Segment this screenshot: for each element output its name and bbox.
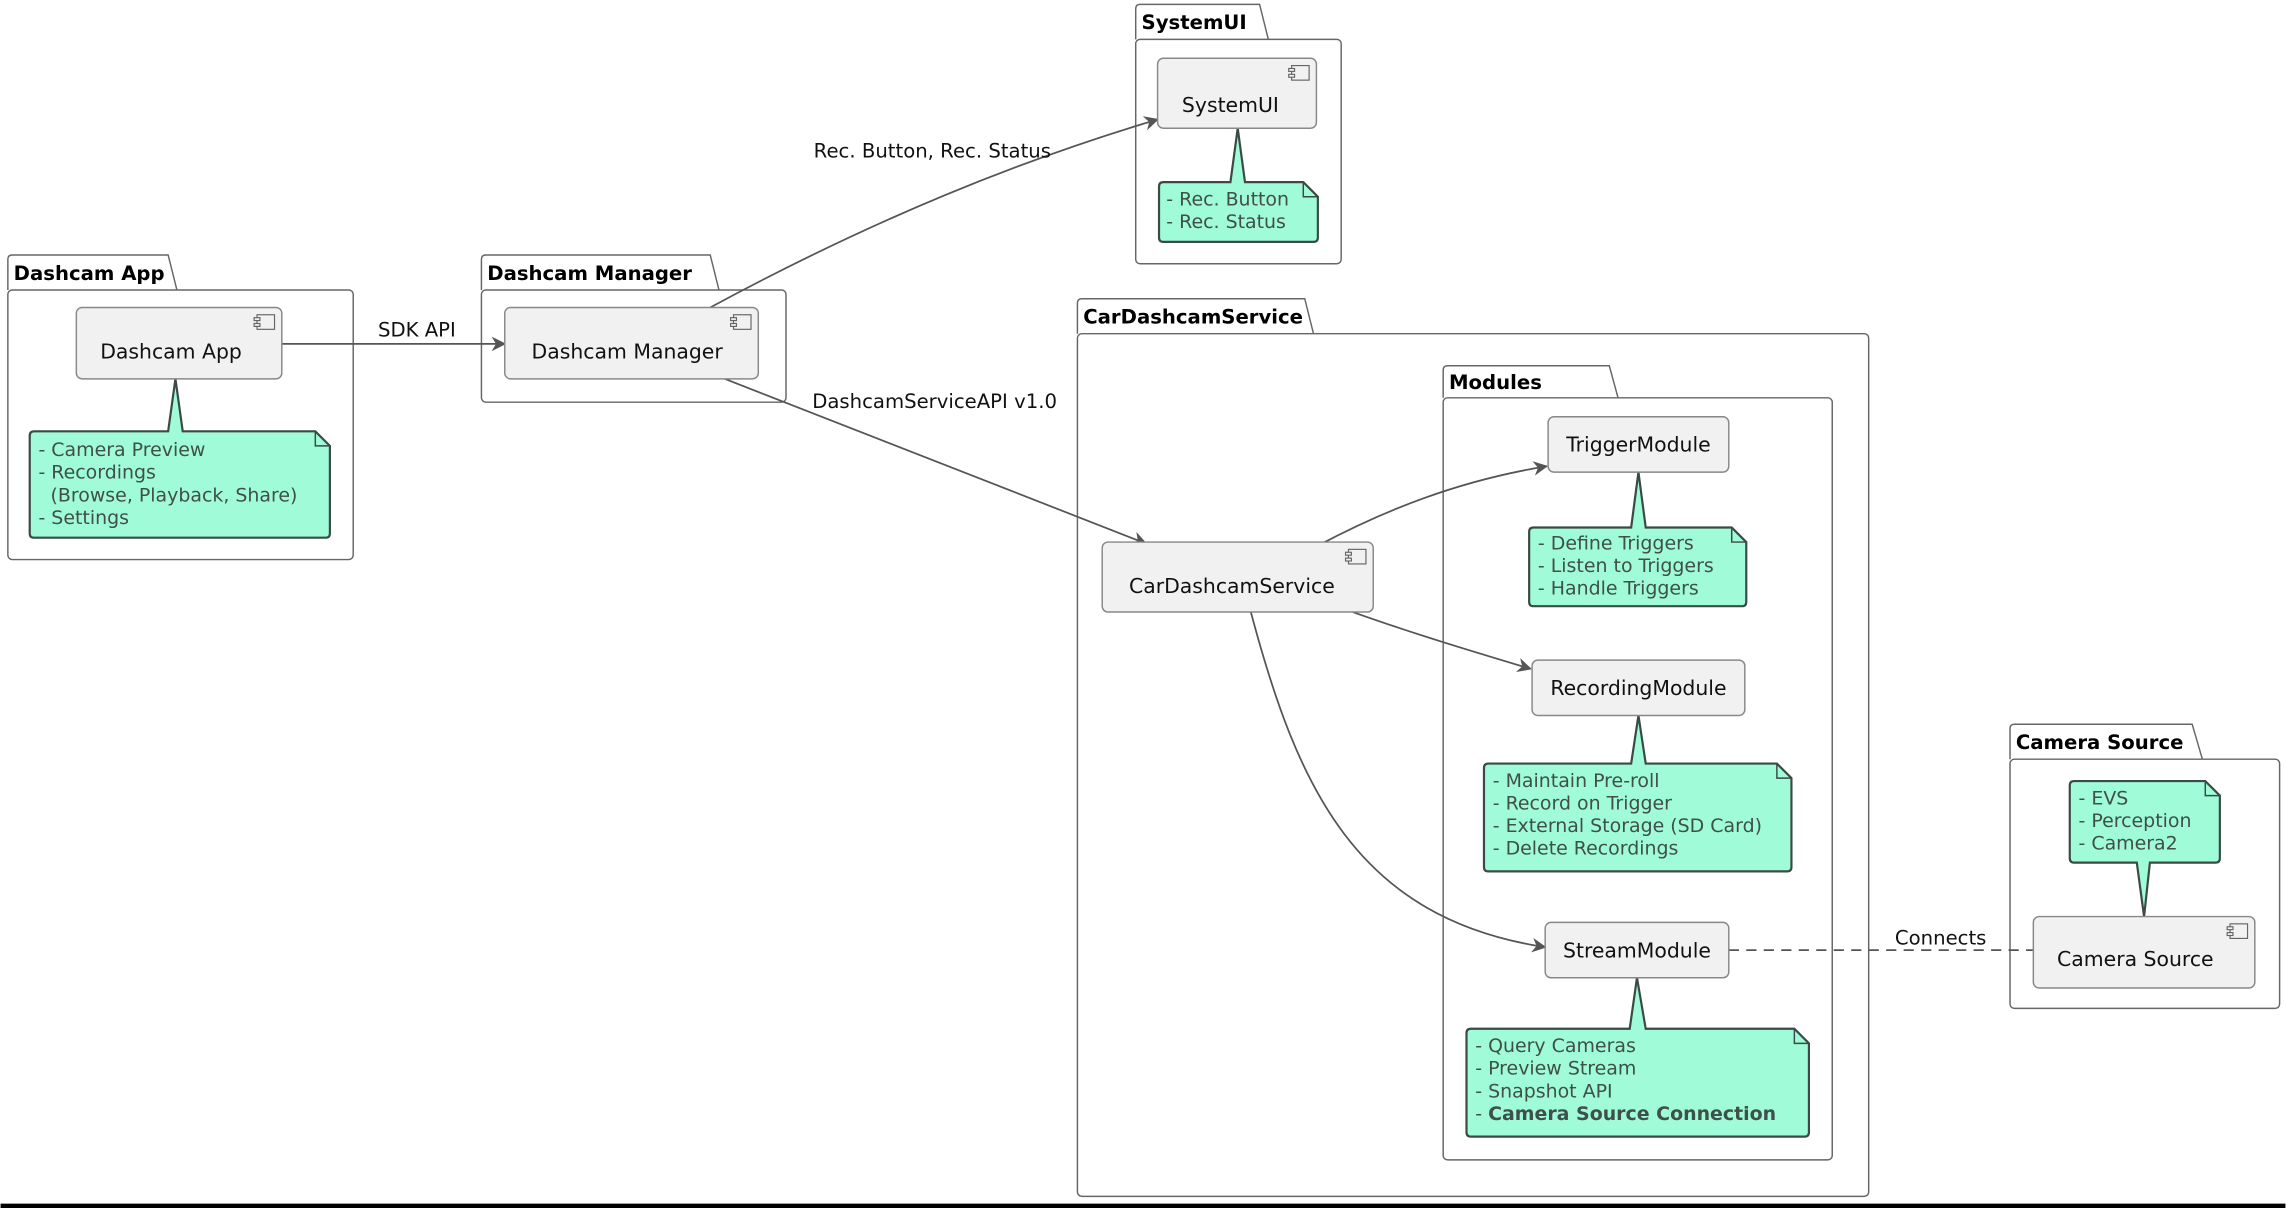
note-line: - Camera Preview (38, 439, 205, 461)
component-label: StreamModule (1563, 938, 1711, 962)
note-line: - (1475, 1103, 1488, 1125)
note-stream-module: - Query Cameras - Preview Stream - Snaps… (1465, 977, 1811, 1138)
edge-label: DashcamServiceAPI v1.0 (812, 390, 1057, 413)
component-recording-module[interactable]: RecordingModule (1531, 659, 1746, 717)
note-line: - Rec. Button (1166, 188, 1289, 210)
component-camera-source[interactable]: Camera Source (2032, 915, 2256, 989)
note-line: - External Storage (SD Card) (1493, 815, 1762, 837)
component-label: TriggerModule (1565, 433, 1710, 457)
note-systemui: - Rec. Button - Rec. Status (1157, 128, 1319, 243)
edge-to-stream (1249, 611, 1547, 953)
note-line: - Record on Trigger (1493, 792, 1672, 814)
edge-sdk-api: SDK API (281, 319, 507, 352)
note-line: - Snapshot API (1475, 1080, 1612, 1102)
note-dashcam-app: - Camera Preview - Recordings (Browse, P… (28, 378, 339, 539)
note-camera-source: - EVS - Perception - Camera2 (2068, 779, 2221, 917)
svg-text:- Query Cameras - Previe: - Query Cameras - Preview Stream - Snaps… (1475, 1035, 1806, 1125)
note-line: - Rec. Status (1166, 211, 1286, 233)
component-label: RecordingModule (1550, 676, 1726, 700)
note-line: - Delete Recordings (1493, 838, 1679, 860)
component-label: CarDashcamService (1129, 574, 1335, 598)
package-title: Dashcam App (14, 262, 165, 285)
component-car-dashcam-service[interactable]: CarDashcamService (1101, 541, 1374, 613)
note-line: - Settings (38, 507, 129, 529)
note-line: (Browse, Playback, Share) (38, 484, 297, 506)
edge-service-api: DashcamServiceAPI v1.0 (724, 378, 1148, 546)
note-line: - Handle Triggers (1538, 578, 1699, 600)
note-recording-module: - Maintain Pre-roll - Record on Trigger … (1482, 715, 1793, 873)
edge-label: SDK API (378, 319, 456, 342)
note-line-bold: Camera Source Connection (1488, 1103, 1776, 1125)
svg-text:- Define Triggers - List: - Define Triggers - Listen to Triggers -… (1538, 532, 1720, 599)
component-stream-module[interactable]: StreamModule (1544, 921, 1730, 979)
component-label: SystemUI (1182, 93, 1279, 117)
component-dashcam-manager[interactable]: Dashcam Manager (504, 306, 760, 380)
note-line: - Perception (2079, 810, 2192, 832)
svg-text:- Maintain Pre-roll - Re: - Maintain Pre-roll - Record on Trigger … (1493, 770, 1768, 860)
note-line: - Preview Stream (1475, 1058, 1636, 1080)
note-line: - Maintain Pre-roll (1493, 770, 1660, 792)
edge-label: Rec. Button, Rec. Status (814, 139, 1051, 162)
edge-to-trigger (1315, 461, 1549, 548)
edge-label: Connects (1895, 926, 1987, 949)
edge-rec-button-status: Rec. Button, Rec. Status (709, 116, 1159, 309)
component-label: Dashcam App (100, 339, 242, 363)
edge-connects: Connects (1728, 926, 2034, 951)
component-label: Dashcam Manager (532, 339, 724, 363)
package-title: Modules (1449, 371, 1542, 394)
note-trigger-module: - Define Triggers - Listen to Triggers -… (1528, 471, 1748, 608)
package-title: CarDashcamService (1083, 305, 1303, 328)
note-line: - Define Triggers (1538, 532, 1694, 554)
note-line: - Camera2 (2079, 833, 2178, 855)
svg-text:- Rec. Button - Rec. Sta: - Rec. Button - Rec. Status (1166, 188, 1295, 233)
package-title: SystemUI (1142, 11, 1247, 34)
component-dashcam-app[interactable]: Dashcam App (75, 306, 283, 380)
svg-text:- Camera Preview - Recor: - Camera Preview - Recordings (Browse, P… (38, 439, 339, 529)
bottom-border (0, 1203, 2286, 1208)
note-line: - Listen to Triggers (1538, 555, 1714, 577)
edge-to-recording (1352, 611, 1533, 673)
note-line: - EVS (2079, 787, 2129, 809)
component-label: Camera Source (2057, 947, 2214, 971)
note-line: - Recordings (38, 462, 155, 484)
note-line: - Query Cameras (1475, 1035, 1636, 1057)
package-title: Camera Source (2016, 731, 2184, 754)
svg-text:- EVS - Perception: - EVS - Perception - Camera2 (2079, 787, 2198, 854)
component-systemui[interactable]: SystemUI (1156, 57, 1318, 129)
package-title: Dashcam Manager (487, 262, 692, 285)
component-trigger-module[interactable]: TriggerModule (1547, 416, 1730, 473)
